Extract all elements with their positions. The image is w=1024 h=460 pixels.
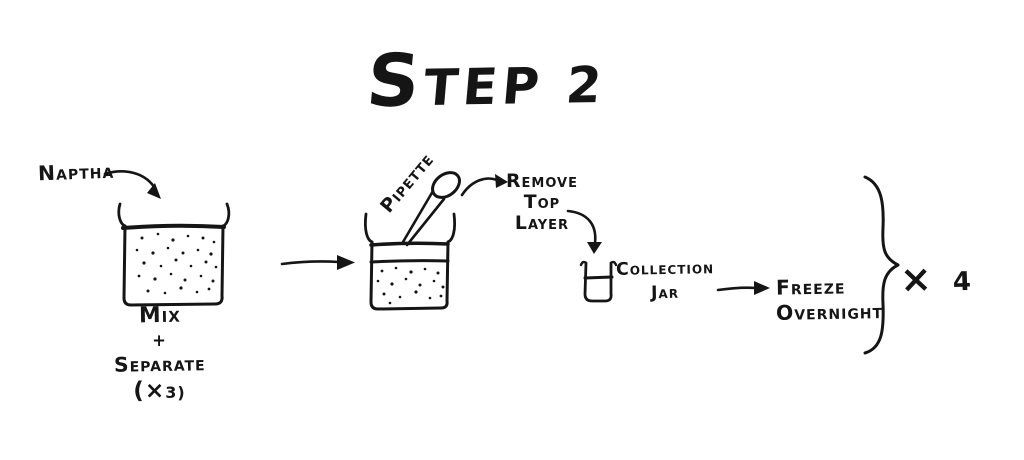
caption-line: (×3): [133, 377, 186, 404]
jar-liquid-line: [583, 275, 614, 280]
mix-separate-caption: MIX + SEPARATE (×3): [92, 302, 227, 404]
collection-jar-drawing: [579, 260, 618, 303]
arrow-right-icon: [280, 255, 355, 270]
beaker-left-lip: [363, 212, 374, 244]
bottom-layer-dots: [376, 266, 445, 305]
beaker-right-lip: [446, 212, 457, 244]
collection-jar-label: COLLECTION JAR: [612, 258, 718, 306]
caption-line: +: [152, 331, 167, 350]
beaker-body: [122, 224, 225, 307]
page-title: STEP 2: [363, 39, 609, 125]
separation-beaker-drawing: [363, 171, 461, 311]
note-line: FREEZE: [775, 275, 846, 300]
caption-line: SEPARATE: [113, 352, 206, 377]
note-line: REMOVE: [506, 171, 578, 192]
mixture-dots: [135, 232, 218, 295]
caption-line: MIX: [138, 302, 181, 329]
label-line: COLLECTION: [615, 259, 715, 280]
arrow-right-icon: [716, 281, 770, 295]
naptha-arrow-icon: [103, 170, 161, 199]
curly-brace: [863, 175, 900, 355]
top-layer-line: [369, 241, 450, 247]
beaker-left-lip: [117, 202, 127, 228]
layer-boundary-line: [369, 259, 450, 264]
repeat-count-label: × 4: [899, 256, 978, 302]
remove-top-layer-note: REMOVE TOP LAYER: [502, 172, 582, 235]
liquid-line: [121, 223, 226, 230]
pipette-arrow-icon: [460, 174, 508, 197]
note-line: TOP: [523, 192, 561, 213]
beaker-body: [369, 240, 450, 311]
down-arrow-icon: [566, 209, 602, 254]
note-line: LAYER: [514, 213, 570, 234]
pipette-drawing: [401, 171, 461, 247]
label-line: JAR: [650, 283, 680, 304]
mixture-beaker-drawing: [117, 202, 231, 307]
beaker-right-lip: [221, 202, 231, 228]
jar-body: [583, 261, 613, 303]
